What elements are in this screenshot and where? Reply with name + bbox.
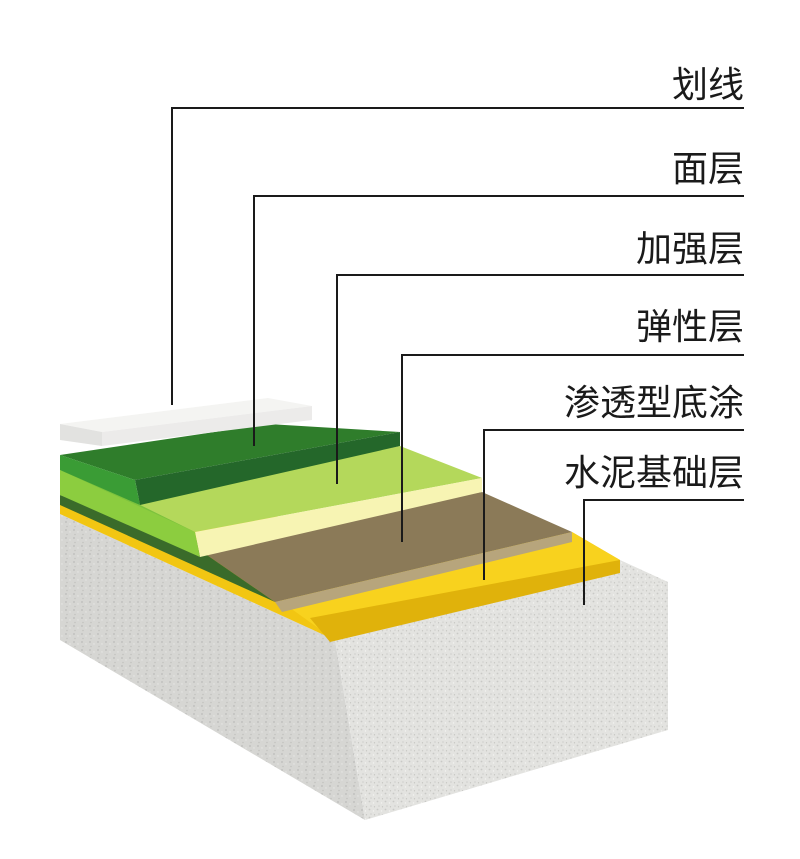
label-line-marking: 划线 <box>671 65 744 106</box>
elastic-layer <box>60 492 572 612</box>
label-reinforcement-layer: 加强层 <box>635 229 744 270</box>
reinforcement-layer <box>60 446 482 557</box>
leader-line-primer <box>483 429 744 580</box>
label-concrete-base-layer: 水泥基础层 <box>563 453 744 494</box>
leader-line-line-marking <box>171 107 744 405</box>
line-marking-layer <box>60 398 312 446</box>
surface-layer <box>60 424 400 505</box>
label-elastic-layer: 弹性层 <box>635 307 744 348</box>
leader-line-elastic <box>401 354 744 542</box>
label-surface-layer: 面层 <box>671 149 744 190</box>
leader-line-surface <box>253 195 744 446</box>
label-primer-layer: 渗透型底涂 <box>563 383 744 424</box>
leader-line-base <box>583 499 744 605</box>
leader-line-reinforcement <box>336 274 744 484</box>
